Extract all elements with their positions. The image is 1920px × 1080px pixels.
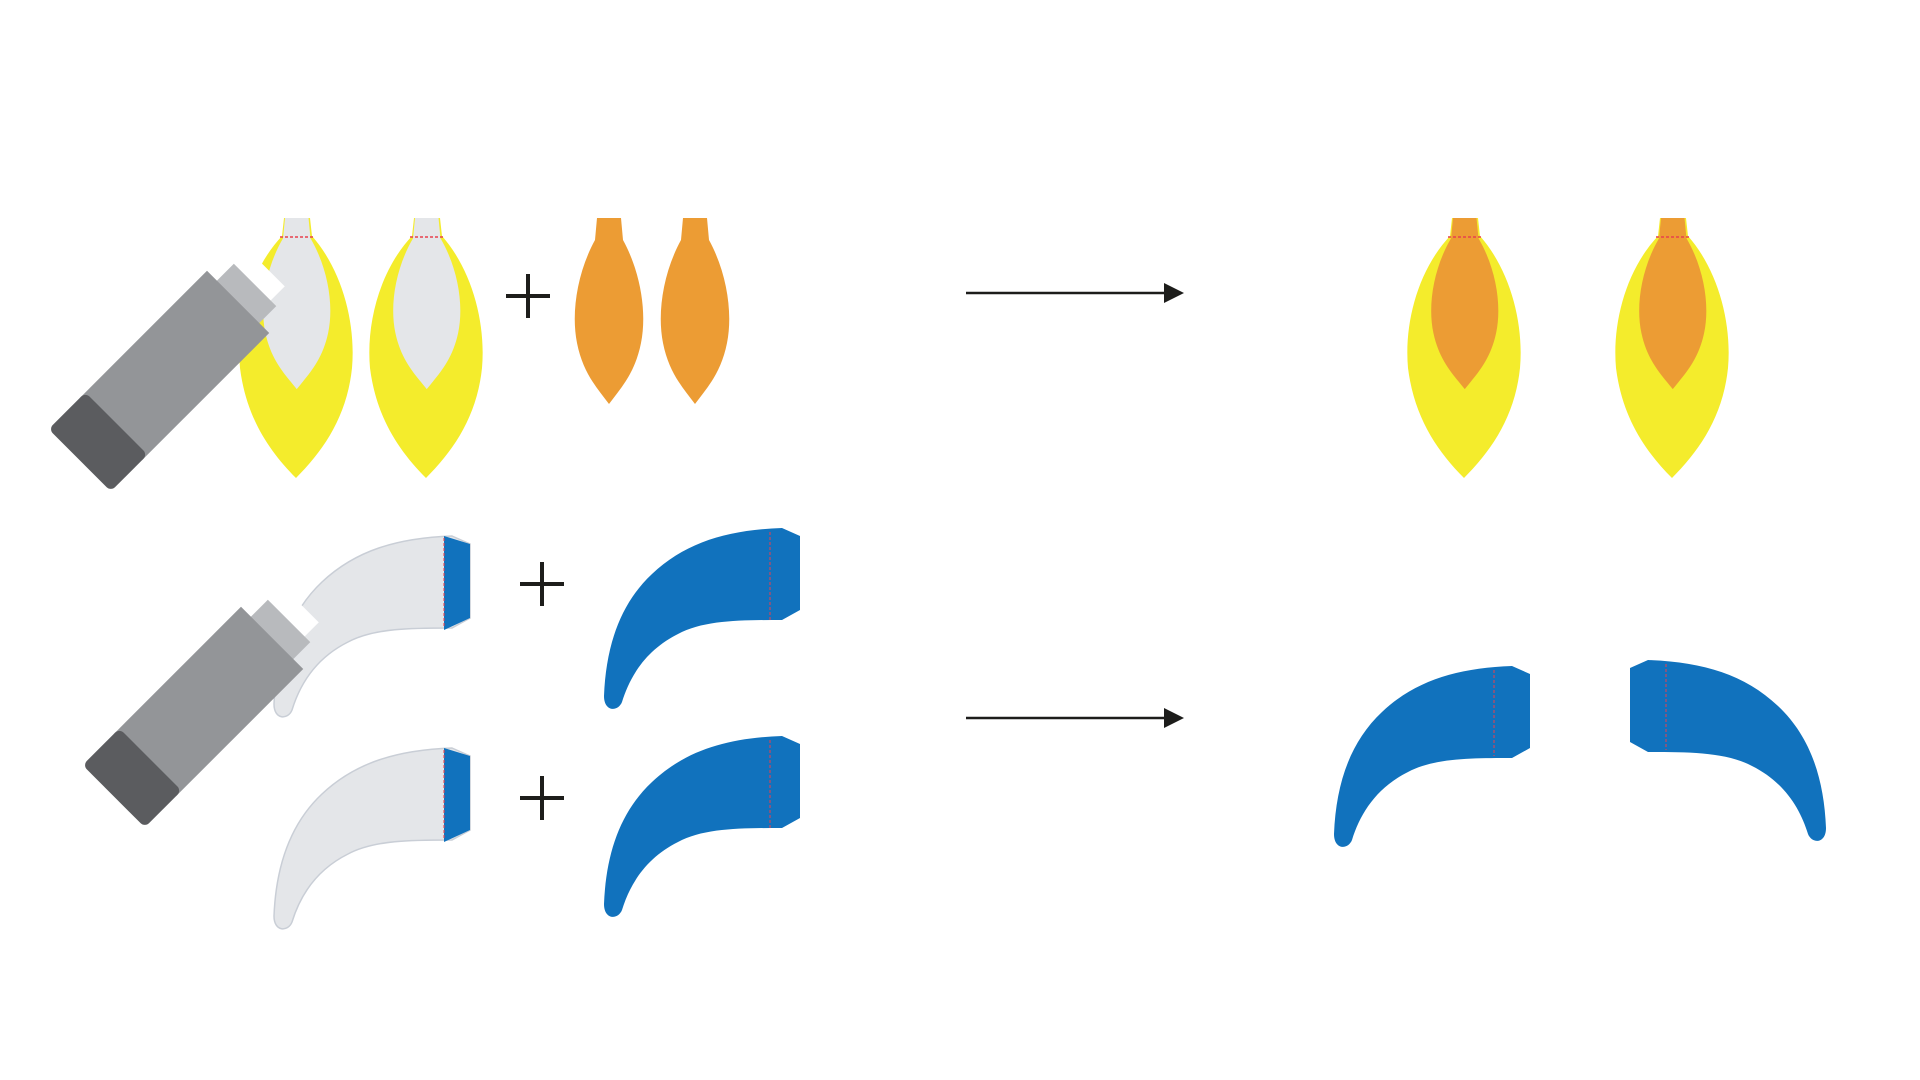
top-row-result (1407, 218, 1729, 478)
glue-applicator-icon (51, 255, 285, 489)
plus-sign-icon (520, 562, 564, 606)
orange-insert-1 (574, 218, 644, 404)
assembled-leaf-1 (1407, 218, 1521, 478)
glue-applicator-icon (85, 591, 319, 825)
gray-hook-with-blue-end-2 (273, 747, 471, 930)
blue-hook-2 (604, 736, 800, 917)
assembled-leaf-2 (1615, 218, 1729, 478)
assembled-hook-left (1334, 666, 1530, 847)
right-arrow-icon (966, 708, 1184, 728)
yellow-leaf-with-gray-core-2 (369, 218, 483, 478)
top-row-inputs (51, 218, 730, 489)
yellow-leaf-with-gray-core-1 (239, 218, 353, 478)
plus-sign-icon (520, 776, 564, 820)
bottom-row-inputs (85, 528, 800, 930)
right-arrow-icon (966, 283, 1184, 303)
bottom-row-result (1334, 660, 1826, 847)
gray-hook-with-blue-end-1 (273, 535, 471, 718)
plus-sign-icon (506, 274, 550, 318)
blue-hook-1 (604, 528, 800, 709)
assembled-hook-right (1630, 660, 1826, 841)
orange-insert-2 (660, 218, 730, 404)
